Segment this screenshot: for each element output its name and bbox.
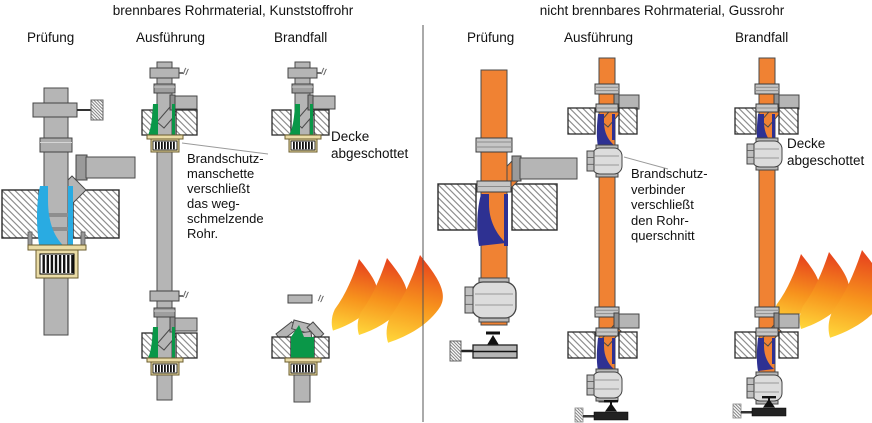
intumescent-green	[289, 104, 300, 135]
decke-note-left: Decke abgeschottet	[331, 129, 409, 161]
wall-anchor	[449, 340, 462, 362]
fire-collar	[146, 357, 184, 376]
column-label-ausfuehrung-left: Ausführung	[136, 30, 206, 45]
cast-ausfuehrung-diagram	[567, 57, 669, 423]
fire-connector	[464, 277, 517, 323]
pipe-clamp	[150, 291, 189, 301]
melted-clamp	[287, 294, 313, 304]
decke-note-right: Decke abgeschottet	[787, 136, 865, 168]
test-intumescent-blue	[37, 186, 66, 251]
plastic-brandfall-diagram	[271, 61, 443, 403]
ceiling-slab	[1, 189, 40, 239]
ceiling-slab	[778, 107, 799, 135]
branch-pipe	[519, 157, 578, 180]
fire-connector	[746, 371, 783, 405]
leader-line	[623, 156, 669, 170]
flames-icon	[331, 255, 443, 343]
right-panel-title: nicht brennbares Rohrmaterial, Gussrohr	[539, 3, 785, 18]
intumescent-green-closed	[291, 337, 314, 358]
pipe-clamp	[288, 68, 327, 78]
cast-pruefung-diagram	[437, 69, 578, 362]
ceiling-slab	[734, 107, 757, 135]
column-label-brandfall-right: Brandfall	[735, 30, 789, 45]
fire-collar	[284, 357, 322, 376]
fire-connector	[586, 368, 623, 402]
pipe-support	[574, 399, 629, 423]
ceiling-slab	[72, 189, 120, 239]
fire-collar	[35, 249, 79, 279]
ceiling-slab	[567, 107, 596, 135]
ceiling-slab	[175, 332, 198, 359]
intumescent-green	[148, 104, 158, 135]
ceiling-slab	[778, 331, 799, 359]
column-label-pruefung-right: Prüfung	[467, 30, 515, 45]
fire-collar	[146, 134, 184, 153]
wall-anchor	[90, 99, 104, 121]
branch-pipe	[85, 156, 136, 179]
fire-collar	[284, 134, 322, 153]
ceiling-slab	[271, 109, 292, 136]
ceiling-slab	[313, 109, 330, 136]
plastic-pruefung-diagram	[1, 87, 136, 336]
ceiling-slab	[734, 331, 757, 359]
ceiling-slab	[618, 107, 638, 135]
connector-annotation: Brandschutz- verbinder verschließt den R…	[631, 166, 708, 243]
column-label-ausfuehrung-right: Ausführung	[564, 30, 634, 45]
column-label-brandfall-left: Brandfall	[274, 30, 328, 45]
ceiling-slab	[175, 109, 198, 136]
ceiling-slab	[511, 183, 558, 231]
ceiling-slab	[618, 331, 638, 359]
ceiling-slab	[313, 336, 330, 359]
ceiling-slab	[437, 183, 477, 231]
intumescent-dark-blue	[477, 194, 506, 246]
fire-collar-flange	[27, 244, 87, 251]
column-label-pruefung-left: Prüfung	[27, 30, 75, 45]
fire-connector	[746, 137, 783, 171]
ceiling-slab	[567, 331, 596, 359]
pipe-support	[449, 331, 518, 362]
pipe-clamp	[32, 102, 78, 118]
left-panel-title: brennbares Rohrmaterial, Kunststoffrohr	[112, 3, 354, 18]
cast-brandfall-diagram	[732, 57, 872, 419]
leader-line	[181, 142, 269, 155]
collar-annotation: Brandschutz- manschette verschließt das …	[187, 151, 264, 241]
pipe-clamp	[150, 68, 189, 78]
ceiling-slab	[271, 336, 292, 359]
fire-connector	[586, 144, 623, 178]
plastic-ausfuehrung-diagram	[141, 61, 269, 401]
pipe-coupling	[475, 137, 513, 153]
